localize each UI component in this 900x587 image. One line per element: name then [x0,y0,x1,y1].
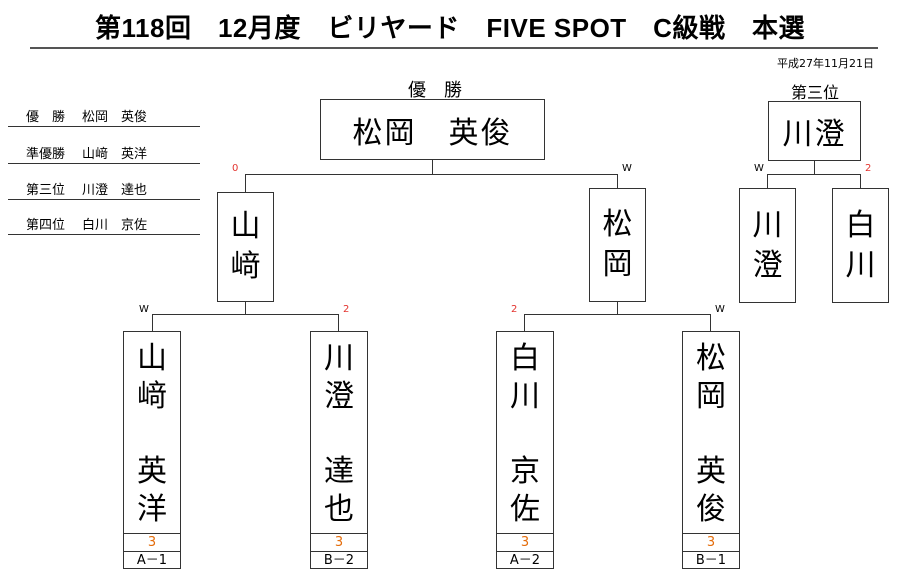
result-rule [8,163,200,164]
name-char: 川 [510,379,540,414]
bracket-line [860,174,861,188]
name-char: 英 [696,454,726,489]
name-char: 川 [845,247,876,283]
result-name: 白川 京佐 [82,218,148,233]
name-char: 山 [137,341,167,376]
name-char: 松 [696,341,726,376]
player-seed-code: B－1 [683,551,739,570]
round1-mark-4: W [715,304,725,315]
player-score: 3 [124,533,180,552]
result-rule [8,126,200,127]
name-char: 岡 [696,379,726,414]
final-right-mark: W [622,163,632,174]
title-rule [30,47,878,49]
name-char: 﨑 [230,249,261,284]
bracket-line [245,302,246,314]
result-name: 川澄 達也 [82,183,148,198]
final-left-box: 山 﨑 [217,192,274,302]
player-surname: 山 﨑 [137,340,167,416]
bracket-line [524,314,711,315]
third-place-name: 川澄 [782,117,847,152]
round1-mark-2: 2 [343,304,350,315]
final-left-mark: 0 [232,163,239,174]
player-card-3: 白 川 京 佐 3 A－2 [496,331,554,569]
result-rule [8,199,200,200]
player-card-2: 川 澄 達 也 3 B－2 [310,331,368,569]
third-right-mark: 2 [865,163,872,174]
bracket-line [617,174,618,192]
champion-label: 優 勝 [408,80,462,101]
name-char: 佐 [510,492,540,527]
bracket-line [245,174,246,192]
result-position: 優 勝 [26,110,66,125]
player-surname: 川 澄 [324,340,354,416]
name-char: 京 [510,454,540,489]
third-left-mark: W [754,163,764,174]
name-char: 澄 [324,379,354,414]
bracket-line [432,160,433,174]
result-rule [8,234,200,235]
final-right-box: 松 岡 [589,188,646,302]
result-row-2: 準優勝 山﨑 英洋 [8,143,200,164]
page-title: 第118回 12月度 ビリヤード FIVE SPOT C級戦 本選 [95,13,805,43]
result-row-1: 優 勝 松岡 英俊 [8,106,200,127]
name-char: 白 [510,341,540,376]
player-score: 3 [497,533,553,552]
bracket-line [524,314,525,331]
player-card-4: 松 岡 英 俊 3 B－1 [682,331,740,569]
round1-mark-1: W [139,304,149,315]
result-position: 第三位 [26,183,66,198]
event-date: 平成27年11月21日 [777,57,874,70]
player-given-name: 英 洋 [137,453,167,529]
name-char: 澄 [752,247,783,283]
player-seed-code: A－1 [124,551,180,570]
name-char: 松 [602,207,633,242]
champion-name: 松岡 英俊 [352,115,513,151]
player-surname: 松 岡 [696,340,726,416]
name-char: 山 [230,209,261,244]
player-seed-code: B－2 [311,551,367,570]
player-surname: 白 川 [510,340,540,416]
name-char: 岡 [602,247,633,282]
player-seed-code: A－2 [497,551,553,570]
bracket-line [767,174,861,175]
third-left-box: 川 澄 [739,188,796,303]
player-given-name: 京 佐 [510,453,540,529]
bracket-line [152,314,153,331]
name-char: 達 [324,454,354,489]
player-score: 3 [311,533,367,552]
bracket-line [152,314,339,315]
name-char: 﨑 [137,379,167,414]
name-char: 英 [137,454,167,489]
result-row-3: 第三位 川澄 達也 [8,179,200,200]
result-position: 準優勝 [26,147,66,162]
name-char: 川 [752,207,783,243]
round1-mark-3: 2 [511,304,518,315]
bracket-line [767,174,768,188]
name-char: 也 [324,492,354,527]
result-position: 第四位 [26,218,66,233]
third-right-box: 白 川 [832,188,889,303]
player-card-1: 山 﨑 英 洋 3 A－1 [123,331,181,569]
result-name: 松岡 英俊 [82,110,148,125]
name-char: 洋 [137,492,167,527]
third-place-box: 川澄 [768,101,861,161]
name-char: 川 [324,341,354,376]
bracket-line [338,314,339,331]
champion-box: 松岡 英俊 [320,99,545,160]
bracket-line [814,161,815,174]
bracket-line [710,314,711,331]
bracket-line [245,174,618,175]
player-given-name: 英 俊 [696,453,726,529]
third-place-label: 第三位 [790,83,839,102]
result-row-4: 第四位 白川 京佐 [8,214,200,235]
name-char: 俊 [696,492,726,527]
result-name: 山﨑 英洋 [82,147,148,162]
bracket-line [617,302,618,314]
name-char: 白 [845,207,876,243]
player-score: 3 [683,533,739,552]
player-given-name: 達 也 [324,453,354,529]
